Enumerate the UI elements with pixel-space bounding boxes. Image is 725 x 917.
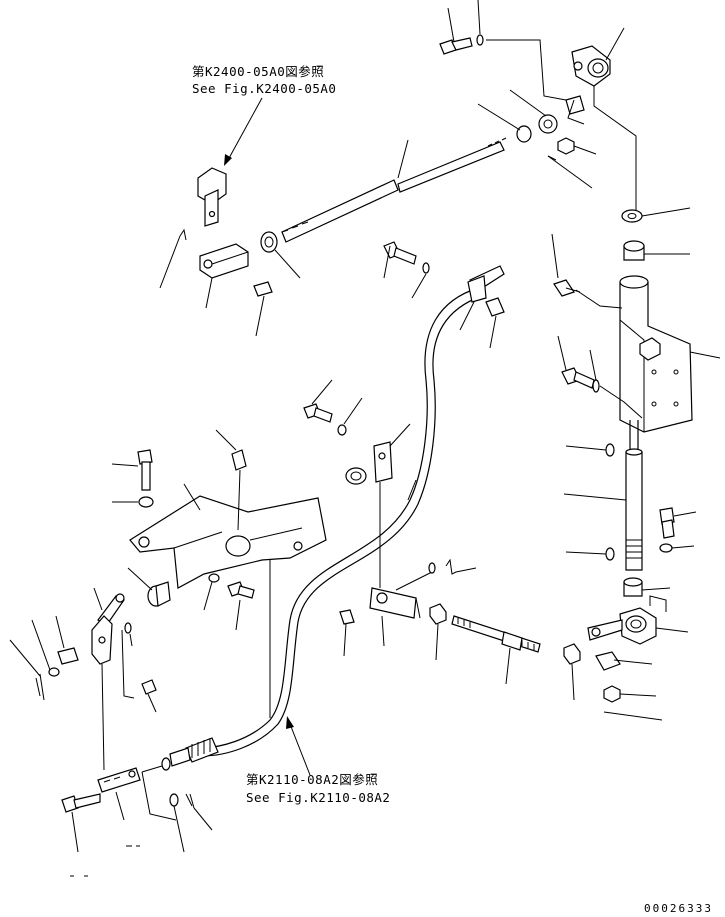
reference-lower-jp: 第K2110-08A2図参照 (246, 772, 378, 787)
drawing-code: 00026333 (644, 902, 713, 915)
middle-washer (337, 397, 363, 436)
lower-tick-marks (70, 845, 140, 877)
reference-upper-en: See Fig.K2400-05A0 (192, 81, 336, 96)
pedal-bracket (129, 483, 327, 718)
cable-clamp-washer (411, 262, 430, 299)
column-mount-washer (589, 349, 643, 419)
shaft-bolt-right (659, 507, 697, 539)
grease-fitting-left (215, 429, 247, 531)
link-small-block (55, 615, 79, 665)
top-washer (476, 0, 567, 101)
clevis-cotter (428, 558, 477, 575)
top-small-bolt (565, 95, 585, 125)
lower-bushing-right (623, 577, 671, 597)
clevis-pin (339, 609, 355, 657)
shaft-washer-right (659, 543, 695, 553)
lower-threaded-rod (451, 615, 541, 685)
reference-upper-jp: 第K2400-05A0図参照 (192, 64, 324, 79)
link-spring-pin (9, 639, 45, 701)
lower-rod-nut-left (429, 603, 447, 661)
reference-arrow-upper (224, 97, 263, 166)
lower-hex-nut-right (603, 685, 663, 721)
cable-clamp-bolt (383, 241, 417, 279)
rod-end-block (159, 228, 249, 309)
upper-control-rod (281, 137, 507, 243)
rod-end-clevis (97, 767, 141, 821)
cable-yoke (373, 423, 411, 588)
lower-lever (587, 595, 689, 645)
middle-bolt (303, 379, 333, 423)
rod-end-washer (141, 771, 185, 853)
shaft-snap-ring-upper (565, 443, 615, 457)
pedal-bolt-lower (227, 581, 255, 631)
lower-rod-nut-right (563, 643, 581, 701)
vertical-shaft (563, 420, 643, 571)
lower-clip (595, 651, 653, 671)
upper-pin (253, 281, 273, 337)
shaft-snap-ring-lower (565, 547, 615, 561)
right-washer (621, 207, 691, 223)
clamp-bracket (197, 167, 227, 227)
rod-end-nuts (477, 89, 558, 143)
pedal-bolt-left (111, 449, 153, 491)
cable-spacer (485, 297, 505, 349)
lower-clevis (369, 571, 433, 647)
cable-clamp (459, 275, 487, 331)
cable-end-fitting (141, 737, 219, 773)
upper-rod-nut (260, 231, 301, 279)
top-bolt (439, 7, 473, 55)
column-bracket (619, 275, 721, 433)
column-mount-bolt (557, 335, 595, 389)
upper-hex-nut (547, 137, 597, 189)
yoke-bushing (345, 467, 367, 485)
pedal-washer-left (112, 496, 154, 508)
pedal-small-washer (203, 573, 220, 611)
rod-end-cotter (185, 793, 213, 831)
rod-end-bolt (61, 793, 101, 853)
link-cotter (121, 622, 135, 699)
reference-arrow-lower (286, 716, 311, 776)
reference-lower-en: See Fig.K2110-08A2 (246, 790, 390, 805)
link-pin-lower (141, 679, 157, 713)
link-washer (31, 619, 60, 677)
top-lever (571, 27, 637, 210)
pedal-bushing (127, 567, 171, 607)
grease-fitting-right (551, 233, 623, 309)
right-bushing (623, 240, 690, 261)
link-lever (91, 615, 113, 771)
